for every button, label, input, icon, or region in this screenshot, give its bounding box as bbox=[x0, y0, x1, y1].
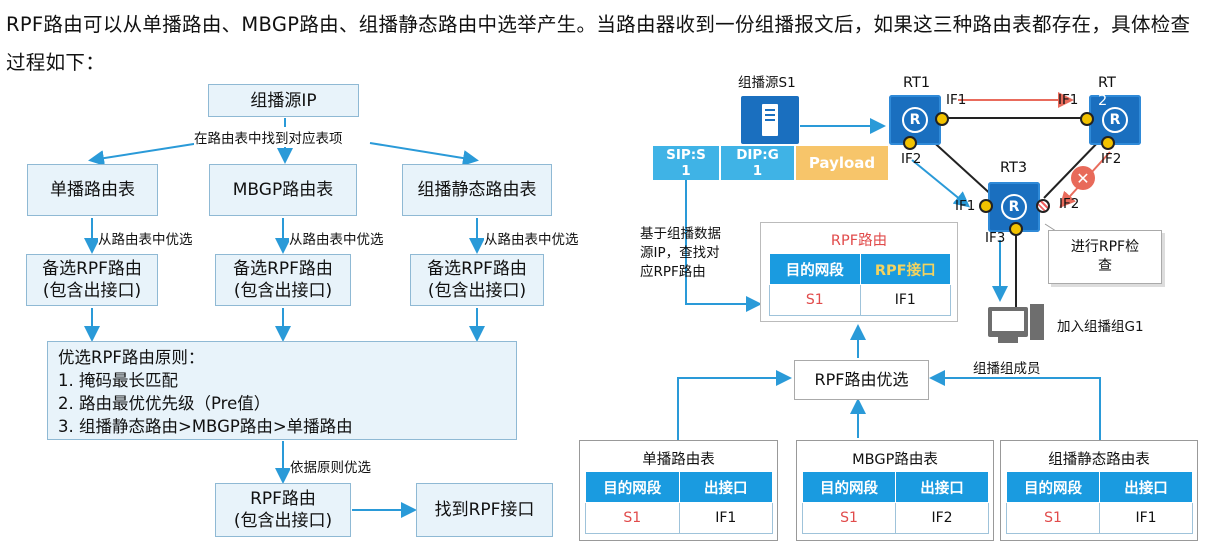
blocked-x-icon: ✕ bbox=[1071, 166, 1095, 190]
link-rt1-rt3 bbox=[927, 136, 996, 199]
label-rt1: RT1 bbox=[903, 75, 931, 91]
label-rt3: RT3 bbox=[1000, 160, 1028, 176]
box-candidate-static: 备选RPF路由 (包含出接口) bbox=[410, 254, 544, 306]
connector-to-static bbox=[369, 142, 479, 166]
mbgp-cell-iface: IF2 bbox=[895, 502, 989, 534]
connector-to-unicast bbox=[88, 142, 201, 167]
intro-text: RPF路由可以从单播路由、MBGP路由、组播静态路由中选举产生。当路由器收到一份… bbox=[6, 13, 1191, 74]
server-icon bbox=[741, 96, 799, 144]
router-glyph-rt1: R bbox=[902, 107, 928, 133]
flow-rt1-rt3 bbox=[911, 159, 971, 208]
panel-unicast-table: 单播路由表 目的网段 出接口 S1 IF1 bbox=[579, 440, 778, 541]
mbgp-table-title: MBGP路由表 bbox=[852, 452, 938, 468]
label-rt3-if3: IF3 bbox=[985, 230, 1006, 246]
static-header-dest: 目的网段 bbox=[1006, 471, 1100, 503]
port-rt1-if1 bbox=[935, 112, 949, 126]
static-table: 目的网段 出接口 S1 IF1 bbox=[1006, 471, 1193, 534]
rpf-table-title: RPF路由 bbox=[830, 233, 888, 249]
computer-icon bbox=[988, 307, 1028, 343]
unicast-cell-dest: S1 bbox=[585, 502, 680, 534]
rpf-cell-iface: IF1 bbox=[859, 284, 951, 316]
box-static-table: 组播静态路由表 bbox=[402, 164, 552, 216]
static-cell-iface: IF1 bbox=[1099, 502, 1193, 534]
label-rt2-num: 2 bbox=[1098, 93, 1108, 109]
principle-title: 优选RPF路由原则： bbox=[58, 348, 205, 367]
box-mbgp-table: MBGP路由表 bbox=[209, 164, 357, 216]
static-table-title: 组播静态路由表 bbox=[1048, 452, 1150, 468]
packet-payload: Payload bbox=[796, 146, 888, 180]
static-header-iface: 出接口 bbox=[1099, 471, 1193, 503]
box-unicast-table: 单播路由表 bbox=[27, 164, 158, 216]
label-member: 组播组成员 bbox=[973, 361, 1041, 377]
label-prefer-2: 从路由表中优选 bbox=[289, 228, 384, 248]
label-rt3-if2: IF2 bbox=[1059, 196, 1080, 212]
mbgp-header-iface: 出接口 bbox=[895, 471, 989, 503]
box-found-interface: 找到RPF接口 bbox=[416, 483, 553, 537]
label-rt1-if2: IF2 bbox=[901, 151, 922, 167]
label-join-group: 加入组播组G1 bbox=[1057, 319, 1144, 335]
link-rt2-rt3 bbox=[1043, 136, 1104, 199]
rpf-header-dest: 目的网段 bbox=[769, 253, 861, 285]
label-rt2: RT bbox=[1098, 75, 1116, 91]
mbgp-header-dest: 目的网段 bbox=[802, 471, 896, 503]
connector-lookup-rpf bbox=[685, 180, 762, 312]
label-rt2-if1: IF1 bbox=[1058, 92, 1079, 108]
box-rpf-select: RPF路由优选 bbox=[794, 360, 929, 400]
label-rt1-if1: IF1 bbox=[946, 92, 967, 108]
label-prefer-1: 从路由表中优选 bbox=[98, 228, 193, 248]
box-candidate-unicast: 备选RPF路由 (包含出接口) bbox=[26, 254, 158, 306]
label-source: 组播源S1 bbox=[738, 75, 796, 91]
callout-rpf-check: 进行RPF检 查 bbox=[1048, 230, 1162, 284]
router-icon-rt1: R bbox=[889, 95, 941, 145]
rpf-table: 目的网段 RPF接口 S1 IF1 bbox=[769, 253, 951, 316]
label-prefer-3: 从路由表中优选 bbox=[484, 228, 579, 248]
label-rt2-if2: IF2 bbox=[1101, 151, 1122, 167]
label-by-principle: 依据原则优选 bbox=[290, 456, 371, 476]
box-candidate-mbgp: 备选RPF路由 (包含出接口) bbox=[215, 254, 351, 306]
rpf-header-iface: RPF接口 bbox=[859, 253, 951, 285]
router-glyph-rt3: R bbox=[1001, 194, 1027, 220]
box-rpf-route: RPF路由 (包含出接口) bbox=[215, 483, 351, 537]
port-rt3-if1 bbox=[979, 199, 993, 213]
box-source-ip: 组播源IP bbox=[208, 84, 359, 117]
principle-2: 2. 路由最优优先级（Pre值） bbox=[58, 394, 271, 413]
principle-1: 1. 掩码最长匹配 bbox=[58, 371, 178, 390]
connector-unicast-select bbox=[677, 370, 792, 440]
static-cell-dest: S1 bbox=[1006, 502, 1100, 534]
label-lookup-note: 基于组播数据 源IP，查找对 应RPF路由 bbox=[640, 226, 721, 280]
port-rt3-if2 bbox=[1036, 199, 1050, 213]
panel-static-table: 组播静态路由表 目的网段 出接口 S1 IF1 bbox=[1000, 440, 1198, 541]
port-rt1-if2 bbox=[903, 136, 917, 150]
connector-static-select bbox=[929, 370, 1101, 440]
unicast-cell-iface: IF1 bbox=[678, 502, 773, 534]
box-principle: 优选RPF路由原则： 1. 掩码最长匹配 2. 路由最优优先级（Pre值） 3.… bbox=[47, 341, 517, 440]
rpf-cell-dest: S1 bbox=[769, 284, 861, 316]
port-rt2-if2 bbox=[1101, 136, 1115, 150]
principle-3: 3. 组播静态路由>MBGP路由>单播路由 bbox=[58, 417, 353, 436]
mbgp-cell-dest: S1 bbox=[802, 502, 896, 534]
unicast-header-dest: 目的网段 bbox=[585, 471, 680, 503]
label-find-entry: 在路由表中找到对应表项 bbox=[194, 127, 343, 147]
unicast-table: 目的网段 出接口 S1 IF1 bbox=[585, 471, 773, 534]
panel-rpf-route: RPF路由 目的网段 RPF接口 S1 IF1 bbox=[760, 222, 958, 322]
panel-mbgp-table: MBGP路由表 目的网段 出接口 S1 IF2 bbox=[796, 440, 994, 541]
port-rt3-if3 bbox=[1009, 222, 1023, 236]
packet-dip: DIP:G 1 bbox=[721, 146, 794, 180]
port-rt2-if1 bbox=[1080, 112, 1094, 126]
unicast-table-title: 单播路由表 bbox=[642, 452, 715, 468]
tower-icon bbox=[1030, 304, 1044, 340]
label-rt3-if1: IF1 bbox=[955, 198, 976, 214]
unicast-header-iface: 出接口 bbox=[678, 471, 773, 503]
router-glyph-rt2: R bbox=[1102, 107, 1128, 133]
router-icon-rt2: R bbox=[1089, 95, 1141, 145]
packet-sip: SIP:S 1 bbox=[653, 146, 719, 180]
mbgp-table: 目的网段 出接口 S1 IF2 bbox=[802, 471, 989, 534]
